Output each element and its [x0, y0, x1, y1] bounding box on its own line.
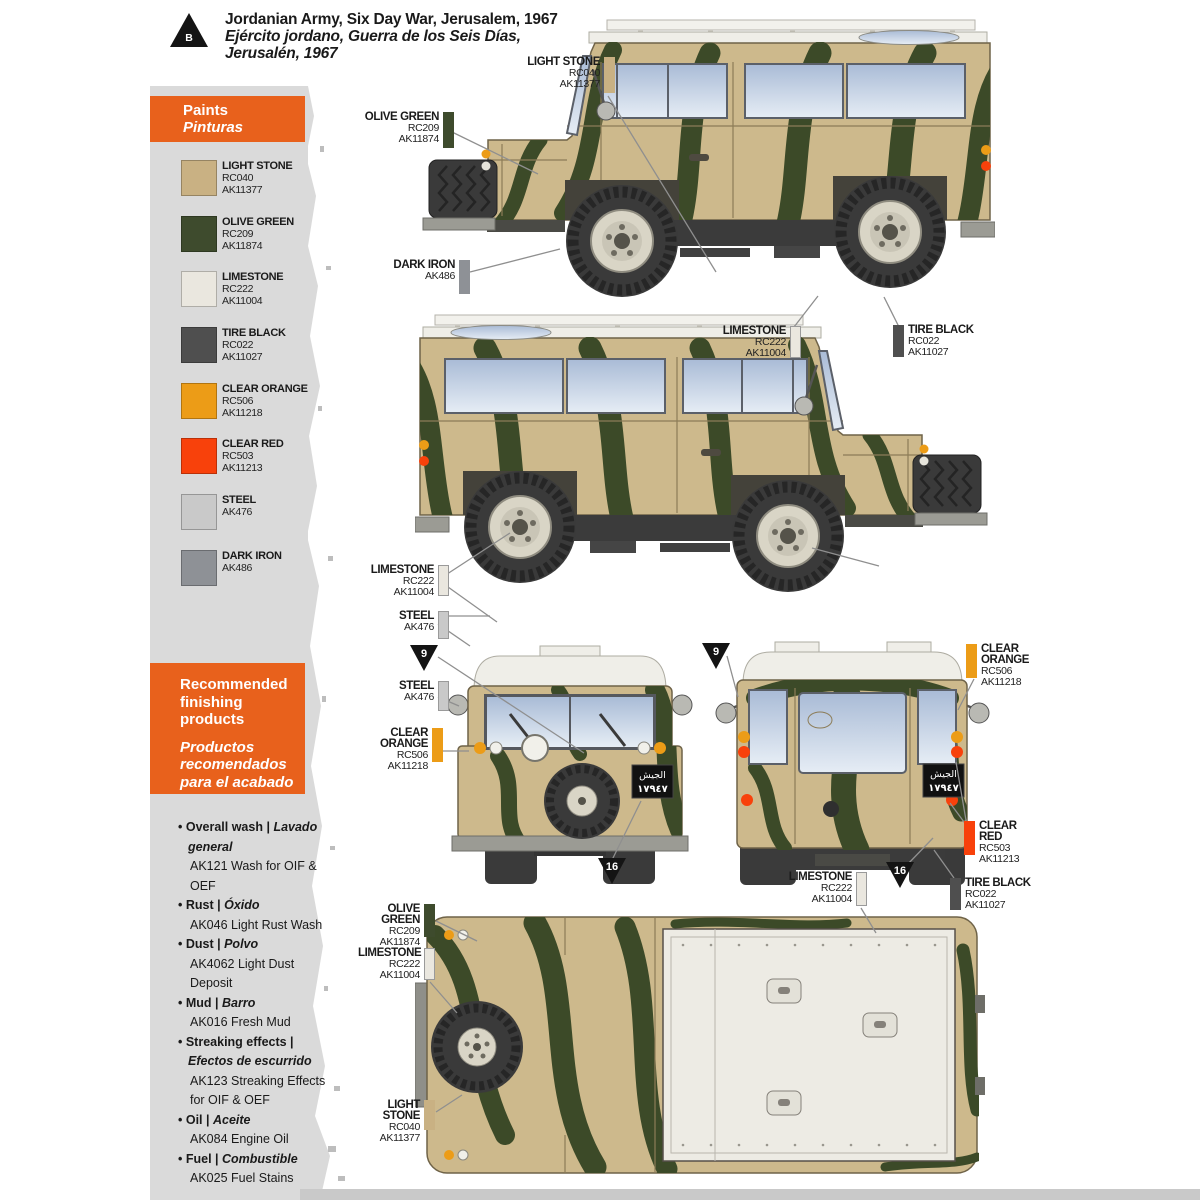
- step-marker-9: 9: [410, 645, 438, 671]
- paint-color-bar: [790, 326, 801, 358]
- finishing-title-es: Productos recomendados para el acabado: [180, 738, 294, 791]
- sidebar-background: [150, 86, 308, 1200]
- mirror: [671, 694, 693, 716]
- title-english: Jordanian Army, Six Day War, Jerusalem, …: [225, 11, 558, 28]
- paint-color-bar: [438, 565, 449, 596]
- list-item: • Oil | Aceite AK084 Engine Oil: [178, 1112, 289, 1147]
- paint-color-bar: [424, 904, 435, 937]
- color-swatch: [181, 216, 217, 252]
- paint-color-bar: [438, 611, 449, 639]
- color-swatch: [181, 271, 217, 307]
- svg-text:الجيش: الجيش: [930, 769, 957, 780]
- license-plate: الجيش ١٧٩٤٧: [631, 764, 674, 799]
- paints-title-en: Paints: [183, 102, 229, 119]
- paint-color-bar: [604, 57, 615, 93]
- torn-paper-edge: [300, 86, 345, 1200]
- list-item: • Rust | Óxido AK046 Light Rust Wash: [178, 898, 323, 932]
- svg-text:الجيش: الجيش: [639, 770, 666, 781]
- top-view-illustration: [415, 916, 985, 1174]
- paint-color-bar: [443, 112, 454, 148]
- mirror: [447, 694, 469, 716]
- list-item: • Dust | Polvo AK4062 Light Dust Deposit: [178, 937, 295, 990]
- list-item: • Mud | Barro AK016 Fresh Mud: [178, 995, 291, 1030]
- rear-view-illustration: الجيش ١٧٩٤٧: [715, 641, 990, 885]
- front-view-illustration: الجيش ١٧٩٤٧: [447, 645, 693, 884]
- color-swatch: [181, 438, 217, 474]
- paint-color-bar: [856, 872, 867, 906]
- paints-panel-header: Paints Pinturas: [150, 96, 305, 142]
- paint-color-bar: [424, 1100, 435, 1130]
- color-swatch: [181, 550, 217, 586]
- paint-color-bar: [950, 878, 961, 910]
- list-item: • Overall wash | Lavado general AK121 Wa…: [178, 820, 318, 893]
- headlight: [521, 734, 549, 762]
- list-item: • Streaking effects | Efectos de escurri…: [178, 1034, 326, 1108]
- front-spare-tire: [544, 763, 620, 839]
- bottom-strip: [300, 1189, 1200, 1200]
- paint-color-bar: [438, 681, 449, 711]
- title-spanish-line2: Jerusalén, 1967: [225, 45, 338, 62]
- mirror: [968, 702, 990, 724]
- spare-tire: [431, 1001, 523, 1093]
- paint-color-bar: [432, 728, 443, 762]
- color-swatch: [181, 494, 217, 530]
- color-swatch: [181, 327, 217, 363]
- paints-title-es: Pinturas: [183, 119, 244, 136]
- paint-color-bar: [966, 644, 977, 678]
- paint-color-bar: [424, 948, 435, 980]
- paint-color-bar: [893, 325, 904, 357]
- color-swatch: [181, 160, 217, 196]
- variant-letter: B: [185, 32, 193, 44]
- variant-b-marker: B: [170, 13, 208, 47]
- scheme-title: Jordanian Army, Six Day War, Jerusalem, …: [225, 11, 558, 62]
- mirror: [715, 702, 737, 724]
- finishing-panel-header: Recommended finishing products Productos…: [150, 663, 305, 794]
- wiper: [598, 713, 627, 747]
- svg-text:١٧٩٤٧: ١٧٩٤٧: [928, 783, 959, 794]
- paint-color-bar: [964, 821, 975, 855]
- list-item: • Fuel | Combustible AK025 Fuel Stains: [178, 1151, 298, 1186]
- svg-text:١٧٩٤٧: ١٧٩٤٧: [637, 784, 668, 795]
- license-plate: الجيش ١٧٩٤٧: [922, 763, 965, 798]
- finishing-products-list: • Overall wash | Lavado general AK121 Wa…: [178, 818, 338, 1189]
- title-spanish-line1: Ejército jordano, Guerra de los Seis Día…: [225, 28, 521, 45]
- rear-window: [798, 692, 907, 774]
- paint-color-bar: [459, 260, 470, 294]
- roof-panel: [662, 928, 956, 1162]
- color-swatch: [181, 383, 217, 419]
- finishing-title-en: Recommended finishing products: [180, 676, 288, 728]
